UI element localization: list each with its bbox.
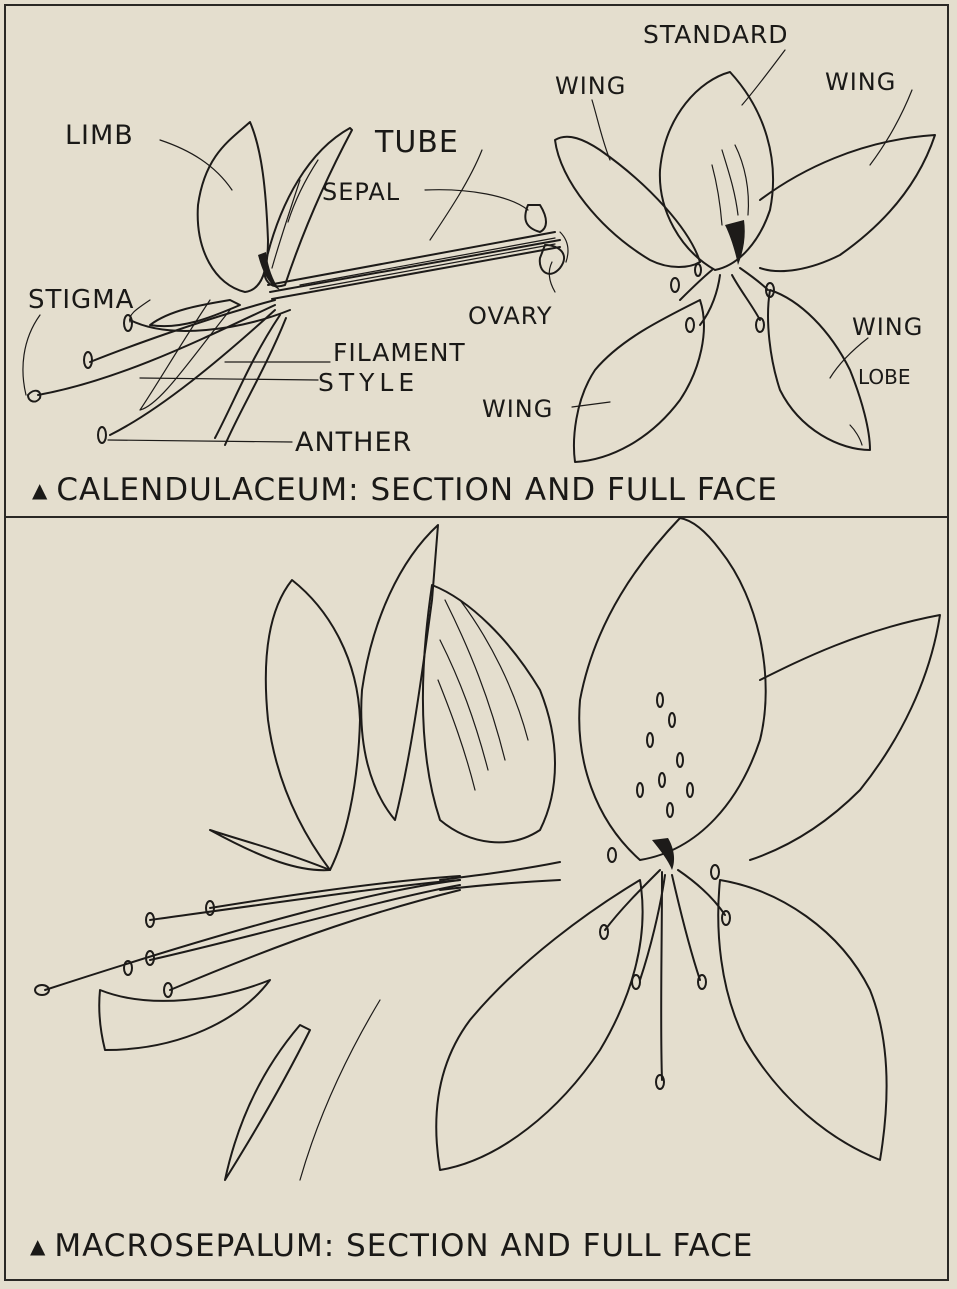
label-limb: LIMB — [65, 120, 134, 151]
label-wing-top-right: WING — [825, 68, 896, 96]
label-lobe: LOBE — [858, 365, 911, 389]
caption-marker-icon: ▲ — [32, 478, 48, 502]
label-sepal: SEPAL — [322, 178, 400, 206]
label-style: STYLE — [318, 368, 419, 397]
caption-marker-icon: ▲ — [30, 1234, 46, 1258]
calendulaceum-face — [555, 50, 935, 462]
label-stigma: STIGMA — [28, 285, 134, 315]
label-ovary: OVARY — [468, 302, 553, 330]
label-wing-top-left: WING — [555, 72, 626, 100]
label-standard: STANDARD — [643, 20, 789, 49]
label-filament: FILAMENT — [333, 338, 466, 367]
label-wing-bottom: WING — [482, 395, 553, 423]
macrosepalum-face — [436, 518, 940, 1170]
label-anther: ANTHER — [295, 427, 412, 458]
caption-calendulaceum: ▲ CALENDULACEUM: SECTION AND FULL FACE — [32, 472, 778, 508]
label-wing-right: WING — [852, 313, 923, 341]
caption-macrosepalum: ▲ MACROSEPALUM: SECTION AND FULL FACE — [30, 1228, 753, 1264]
label-tube: TUBE — [375, 125, 459, 160]
caption-macrosepalum-text: MACROSEPALUM: SECTION AND FULL FACE — [54, 1228, 753, 1264]
macrosepalum-section — [35, 525, 560, 1180]
caption-calendulaceum-text: CALENDULACEUM: SECTION AND FULL FACE — [56, 472, 777, 508]
